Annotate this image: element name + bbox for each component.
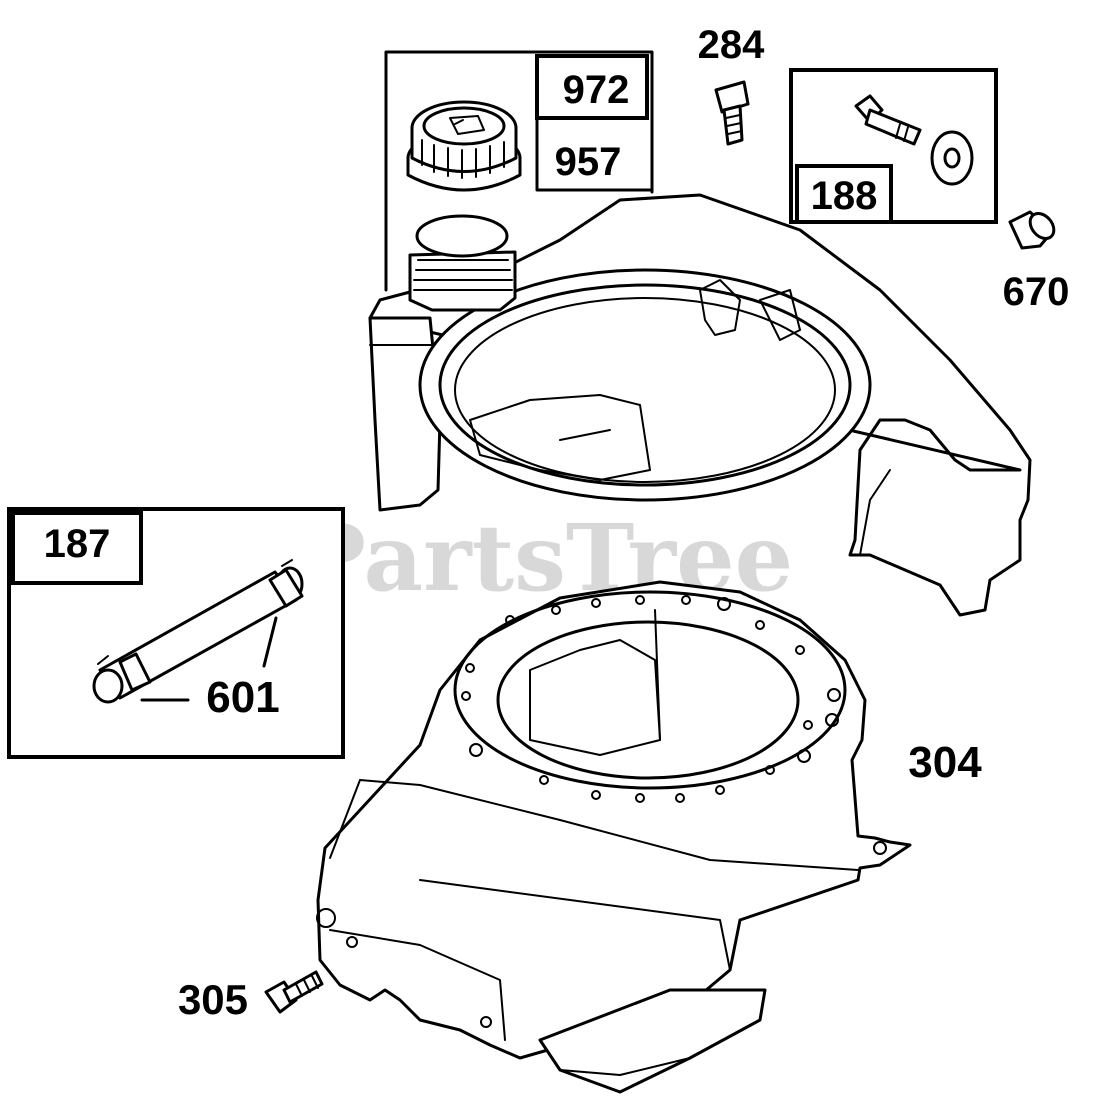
group-bracket-957 [384,50,654,292]
part-label-188: 188 [811,174,878,218]
part-label-284[interactable]: 284 [698,23,765,67]
part-label-305[interactable]: 305 [178,976,248,1023]
bolt-305[interactable] [264,970,324,1014]
spacer-670[interactable] [1008,209,1059,250]
part-label-670[interactable]: 670 [1003,270,1070,314]
part-188-group[interactable]: 188 [789,68,998,224]
part-label-304[interactable]: 304 [908,738,982,787]
fuel-tank-housing[interactable] [368,193,1032,617]
part-label-957: 957 [555,140,622,184]
part-label-972: 972 [563,68,630,112]
part-972-box[interactable]: 972 [535,54,649,120]
part-label-187: 187 [44,522,111,566]
part-label-601[interactable]: 601 [206,673,279,722]
part-187-group[interactable]: 187 [7,507,345,759]
fuel-cap[interactable] [406,100,522,192]
screw-284[interactable] [714,80,750,146]
part-957-box[interactable]: 957 [535,116,654,192]
blower-housing-304[interactable] [316,580,912,1094]
bolt-holes [461,595,887,855]
